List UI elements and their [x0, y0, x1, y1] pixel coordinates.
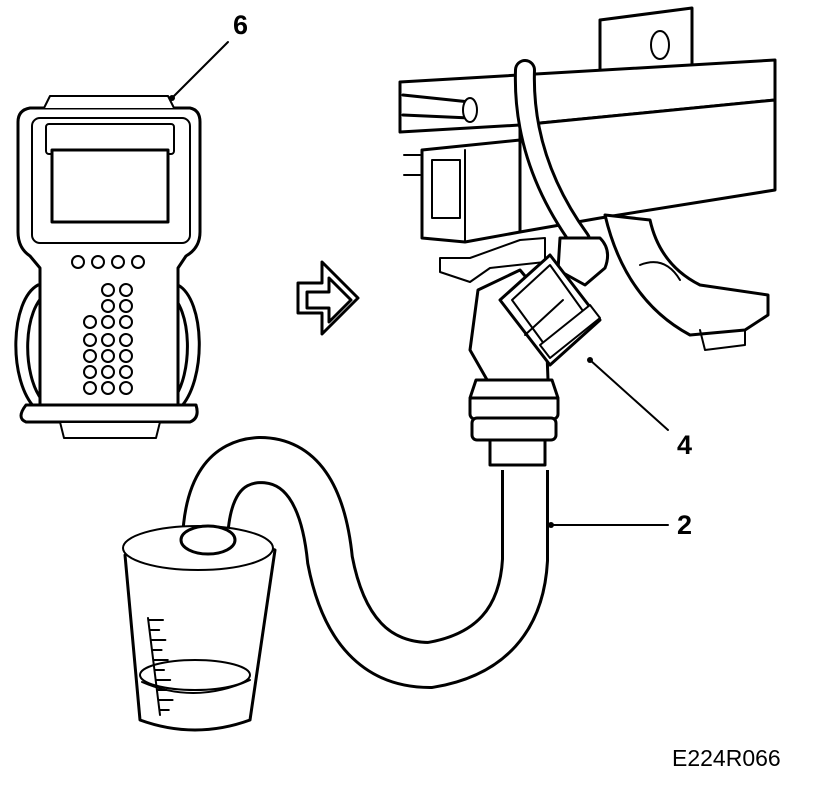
callout-6-dot [169, 95, 175, 101]
keypad-key [101, 315, 115, 329]
callout-2-label: 2 [677, 510, 693, 540]
measuring-beaker-illustration [122, 524, 277, 732]
scan-tool-illustration [14, 95, 202, 439]
keypad-key [101, 381, 115, 395]
test-connector-illustration [439, 59, 610, 467]
keypad-key [119, 299, 133, 313]
keypad-key [83, 315, 97, 329]
keypad-key [101, 299, 115, 313]
callout-4-label: 4 [677, 430, 693, 460]
drain-hose-illustration [181, 435, 549, 690]
keypad-key [119, 349, 133, 363]
keypad-key [83, 365, 97, 379]
keypad-key [119, 381, 133, 395]
keypad-key [101, 283, 115, 297]
direction-arrow-icon [296, 260, 360, 336]
keypad-key [101, 349, 115, 363]
callout-2-dot [548, 522, 554, 528]
keypad-key [101, 333, 115, 347]
keypad-key [119, 333, 133, 347]
keypad-key [119, 315, 133, 329]
figure-code: E224R066 [672, 745, 781, 771]
keypad-key [83, 381, 97, 395]
keypad-key [101, 365, 115, 379]
callout-6-leader [171, 41, 229, 99]
callout-4-leader [589, 359, 669, 431]
vehicle-frame-illustration [398, 6, 777, 351]
keypad-key [83, 349, 97, 363]
keypad-key [119, 365, 133, 379]
callout-4-dot [587, 357, 593, 363]
keypad-key [83, 333, 97, 347]
keypad-key [119, 283, 133, 297]
callout-6-label: 6 [233, 10, 249, 40]
